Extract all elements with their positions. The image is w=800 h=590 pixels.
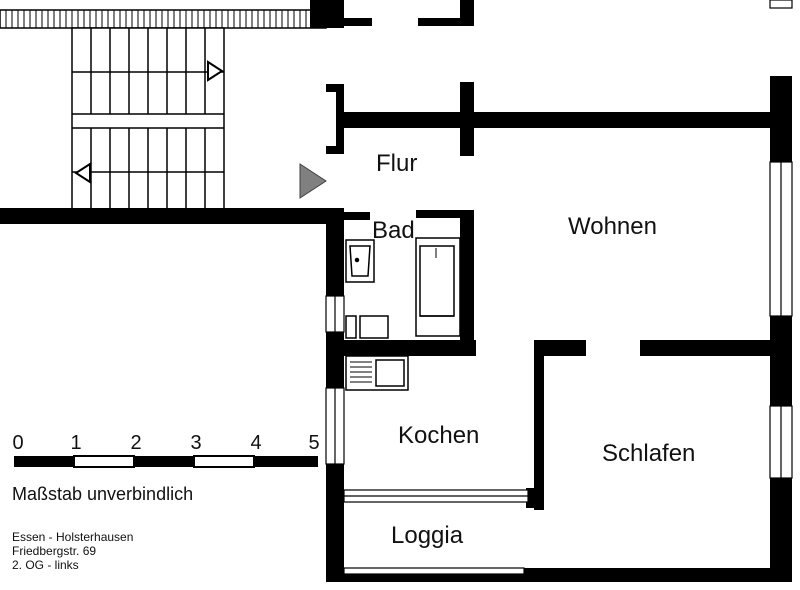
door-jamb (326, 146, 342, 154)
wall-landing (0, 208, 344, 224)
scale-tick-label: 0 (12, 432, 23, 454)
scale-segment (14, 456, 74, 467)
wall-bad-right (460, 210, 474, 356)
wall-bad-bottom (340, 340, 476, 356)
wall-top-stub (418, 18, 462, 26)
wall-bad-top (416, 210, 474, 218)
room-label-bad: Bad (372, 217, 415, 244)
wall-right (770, 316, 792, 406)
stair-steps (90, 28, 206, 212)
wall-bad-left (326, 332, 344, 388)
toilet-fixtures (345, 315, 389, 339)
wall-right (770, 478, 792, 582)
wall-top-stub (310, 0, 344, 28)
rail-ticks (5, 10, 325, 28)
window-top-right (769, 0, 793, 9)
wall-kitchen-left (326, 464, 344, 582)
scale-tick-label: 2 (130, 432, 141, 454)
wall-bottom (524, 568, 792, 582)
staircase (71, 27, 225, 213)
door-jamb (336, 84, 344, 154)
address-line-1: Essen - Holsterhausen (12, 530, 133, 544)
wall-top-stub (344, 18, 372, 26)
room-label-kochen: Kochen (398, 422, 479, 449)
scale-tick-label: 4 (250, 432, 261, 454)
room-label-loggia: Loggia (391, 522, 464, 549)
wall-column (460, 82, 474, 156)
entrance-marker-icon (299, 163, 327, 199)
windows (325, 0, 793, 575)
wall-kitchen-schlafen (534, 340, 544, 510)
top-rail (0, 9, 327, 29)
scale-note: Maßstab unverbindlich (12, 484, 193, 504)
wall-bottom-loggia (326, 572, 526, 582)
address-block: Essen - Holsterhausen Friedbergstr. 69 2… (12, 530, 133, 572)
stair-arrow-down-icon (74, 162, 91, 184)
scale-segment (73, 455, 135, 468)
wall-right (770, 76, 792, 162)
scale-tick-label: 3 (190, 432, 201, 454)
scale-tick-label: 5 (308, 432, 319, 454)
scale-segment (193, 455, 255, 468)
wall-flur-top (344, 112, 772, 128)
stair-arrow-up-icon (207, 60, 224, 82)
scale-segment (134, 456, 194, 467)
wall-top-stub (460, 0, 474, 26)
wall-kitchen-schlafen (526, 488, 536, 508)
address-line-3: 2. OG - links (12, 558, 79, 572)
scale-tick-label: 1 (70, 432, 81, 454)
room-label-flur: Flur (376, 150, 417, 177)
bathtub (415, 237, 461, 337)
loggia-rail (343, 567, 525, 575)
door-jamb (326, 84, 342, 92)
room-label-schlafen: Schlafen (602, 440, 695, 467)
wall-schlafen-top (640, 340, 772, 356)
scale-bar: 0 1 2 3 4 5 Maßstab unverbindlich (12, 432, 320, 504)
walls (0, 0, 792, 582)
address-line-2: Friedbergstr. 69 (12, 544, 96, 558)
kitchen-sink (345, 355, 409, 391)
washbasin (345, 239, 375, 283)
wall-bad-left (326, 212, 344, 296)
scale-segment (254, 456, 318, 467)
wall-bad-top (326, 212, 370, 220)
wall-schlafen-top (534, 340, 586, 356)
room-label-wohnen: Wohnen (568, 213, 657, 240)
